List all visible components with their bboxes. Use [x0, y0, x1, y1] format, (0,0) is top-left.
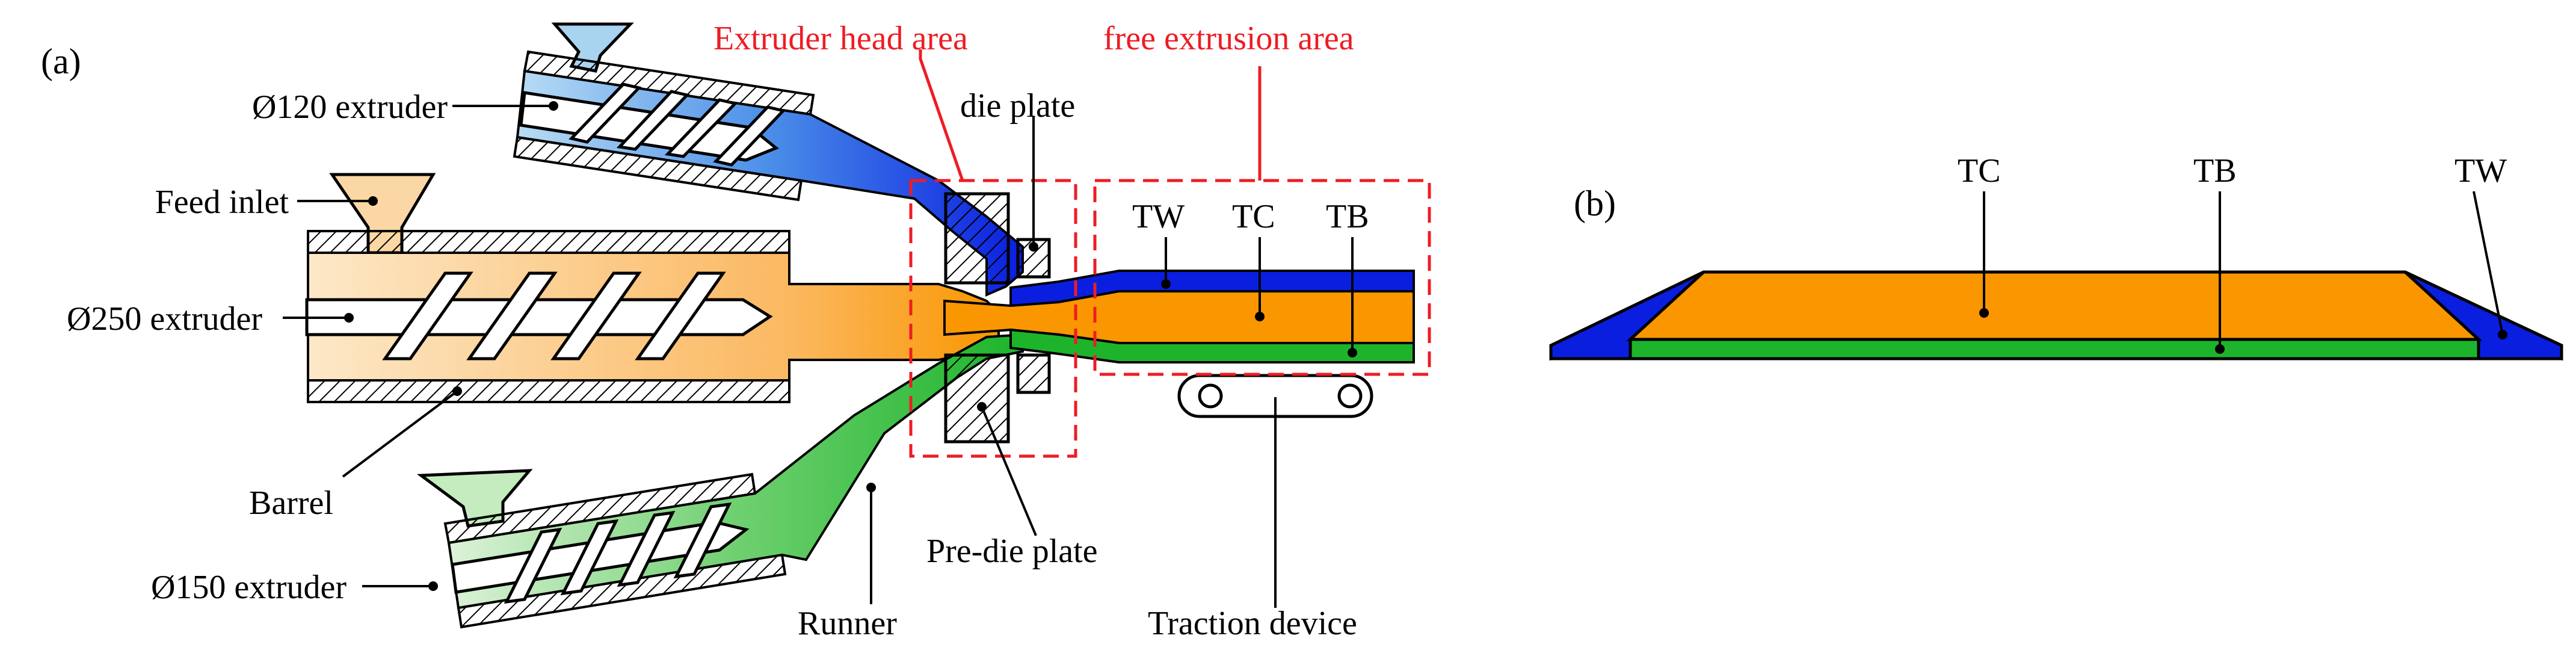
annotation-boxes [909, 49, 1431, 458]
screw-150 [451, 502, 750, 604]
extruder-150-body [416, 333, 1024, 629]
b-label-tb: TB [2193, 152, 2237, 190]
leader-lines [283, 101, 1357, 608]
screw-250 [305, 271, 773, 360]
b-label-tc: TC [1958, 152, 2001, 190]
label-tb: TB [1326, 198, 1369, 235]
extruder-head-area-box [909, 179, 1077, 458]
panel-a-tag: (a) [41, 42, 81, 81]
label-extruder-120: Ø120 extruder [252, 88, 448, 126]
sheet-tb-layer [1009, 328, 1415, 363]
barrel-wall-top [307, 230, 790, 254]
label-die-plate: die plate [960, 87, 1075, 125]
label-extruder-250: Ø250 extruder [67, 300, 262, 338]
section-tb [1628, 338, 2480, 360]
label-barrel: Barrel [249, 484, 333, 522]
barrel-wall-bottom [307, 379, 790, 403]
label-extruder-150: Ø150 extruder [151, 569, 347, 606]
label-feed-inlet: Feed inlet [155, 184, 289, 221]
panel-b-tag: (b) [1574, 184, 1616, 223]
label-pre-die-plate: Pre-die plate [926, 533, 1098, 570]
panel-a-labels: Ø120 extruder Feed inlet Ø250 extruder B… [67, 87, 1369, 642]
extruder-250-body [305, 173, 1000, 403]
label-extruder-head-area: Extruder head area [713, 20, 968, 57]
panel-a: (a) [41, 20, 1431, 642]
panel-b-leaders [1979, 191, 2507, 354]
extruded-sheet [943, 270, 1415, 363]
cross-section [1549, 270, 2563, 361]
b-label-tw: TW [2454, 152, 2507, 190]
label-tw: TW [1132, 198, 1185, 235]
pre-die-plate [944, 192, 1010, 444]
label-traction-device: Traction device [1148, 605, 1357, 642]
screw-120 [519, 82, 786, 167]
panel-a-red-labels: Extruder head area free extrusion area [713, 20, 1354, 57]
panel-b-labels: TC TB TW [1958, 152, 2507, 190]
label-tc: TC [1232, 198, 1275, 235]
label-runner: Runner [798, 605, 897, 642]
section-tc [1626, 270, 2483, 341]
label-free-extrusion-area: free extrusion area [1103, 20, 1354, 57]
panel-b: (b) TC TB TW [1549, 152, 2563, 361]
